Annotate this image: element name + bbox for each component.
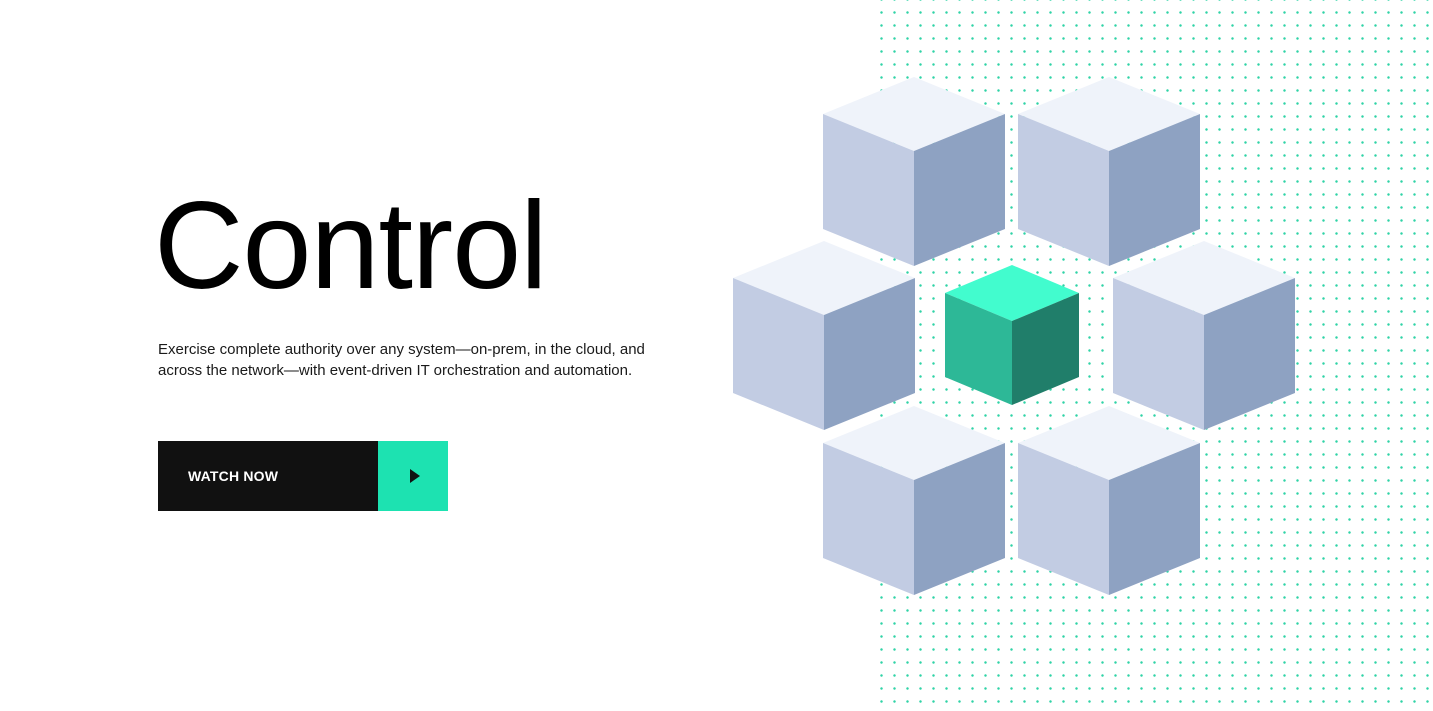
page-title: Control — [154, 177, 548, 315]
hero-description: Exercise complete authority over any sys… — [158, 339, 698, 381]
cube-middle-left-left-face — [733, 278, 824, 430]
hero-description-line-1: Exercise complete authority over any sys… — [158, 341, 645, 358]
watch-now-label: WATCH NOW — [158, 441, 378, 511]
watch-now-play-box — [378, 441, 448, 511]
dot-grid-background — [872, 0, 1433, 711]
watch-now-button[interactable]: WATCH NOW — [158, 441, 448, 511]
play-icon — [409, 469, 420, 483]
hero-description-line-2: across the network—with event-driven IT … — [158, 362, 633, 379]
